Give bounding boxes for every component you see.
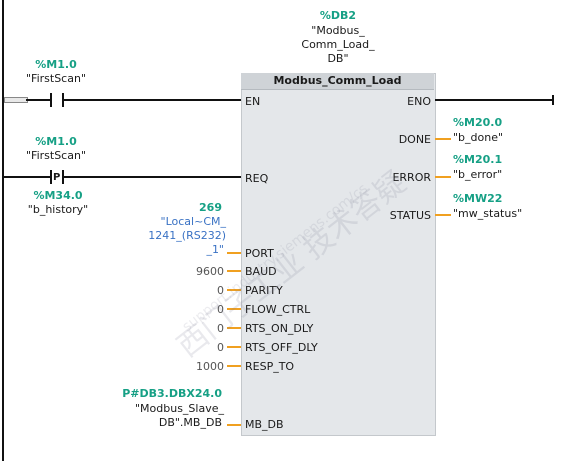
port-value-number[interactable]: 269 [199,201,222,214]
mb-db-wire [227,424,241,426]
error-address[interactable]: %M20.1 [453,153,503,166]
resp-to-value[interactable]: 1000 [196,360,224,373]
done-address[interactable]: %M20.0 [453,116,503,129]
pin-port: PORT [245,247,274,260]
error-tag[interactable]: "b_error" [453,168,503,181]
selected-wire-segment[interactable] [4,97,28,103]
pin-rts-on-dly: RTS_ON_DLY [245,322,314,335]
flow-ctrl-value[interactable]: 0 [217,303,224,316]
function-block-body[interactable] [241,73,436,436]
pin-status: STATUS [389,209,431,222]
status-address[interactable]: %MW22 [453,192,503,205]
port-value-line2[interactable]: 1241_(RS232) [148,229,226,242]
baud-value[interactable]: 9600 [196,265,224,278]
pin-resp-to: RESP_TO [245,360,295,373]
edge-memory-address[interactable]: %M34.0 [33,189,83,202]
pin-en: EN [245,95,261,108]
pin-eno: ENO [407,95,431,108]
rts-on-dly-wire [227,327,241,329]
en-wire-right [64,99,241,101]
req-contact-left-bar[interactable] [50,170,52,184]
rts-off-dly-wire [227,346,241,348]
port-value-line3[interactable]: _1" [206,243,224,256]
eno-wire-end [552,95,554,105]
done-wire [435,138,451,140]
instance-db-address[interactable]: %DB2 [319,9,357,22]
req-contact-address[interactable]: %M1.0 [35,135,77,148]
flow-ctrl-wire [227,308,241,310]
mb-db-tag-line1[interactable]: "Modbus_Slave_ [134,402,224,415]
pin-done: DONE [398,133,431,146]
pin-error: ERROR [392,171,431,184]
resp-to-wire [227,365,241,367]
instance-db-name-line2[interactable]: Comm_Load_ [301,38,375,51]
mb-db-address[interactable]: P#DB3.DBX24.0 [122,387,222,400]
instance-db-name-line1[interactable]: "Modbus_ [311,24,365,37]
port-wire [227,252,241,254]
function-block-title[interactable]: Modbus_Comm_Load [241,73,434,90]
error-wire [435,176,451,178]
req-contact-p-symbol: P [53,172,61,183]
baud-wire [227,270,241,272]
rts-off-dly-value[interactable]: 0 [217,341,224,354]
parity-wire [227,289,241,291]
mb-db-tag-line2[interactable]: DB".MB_DB [158,416,222,429]
instance-db-name-line3[interactable]: DB" [327,52,349,65]
req-wire-left [4,176,50,178]
parity-value[interactable]: 0 [217,284,224,297]
en-contact-address[interactable]: %M1.0 [35,58,77,71]
port-value-line1[interactable]: "Local~CM_ [160,215,226,228]
pin-rts-off-dly: RTS_OFF_DLY [245,341,318,354]
done-tag[interactable]: "b_done" [453,131,504,144]
pin-req: REQ [245,172,269,185]
en-wire-left [26,99,50,101]
eno-wire [435,99,553,101]
en-contact-tag[interactable]: "FirstScan" [25,72,87,85]
en-contact-right-bar[interactable] [62,93,64,107]
pin-mb-db: MB_DB [245,418,284,431]
en-contact-left-bar[interactable] [50,93,52,107]
pin-baud: BAUD [245,265,277,278]
edge-memory-tag[interactable]: "b_history" [27,203,89,216]
pin-parity: PARITY [245,284,283,297]
left-power-rail [2,0,4,461]
req-contact-tag[interactable]: "FirstScan" [25,149,87,162]
pin-flow-ctrl: FLOW_CTRL [245,303,311,316]
status-tag[interactable]: "mw_status" [453,207,523,220]
status-wire [435,214,451,216]
req-contact-right-bar[interactable] [62,170,64,184]
req-wire-right [64,176,241,178]
rts-on-dly-value[interactable]: 0 [217,322,224,335]
